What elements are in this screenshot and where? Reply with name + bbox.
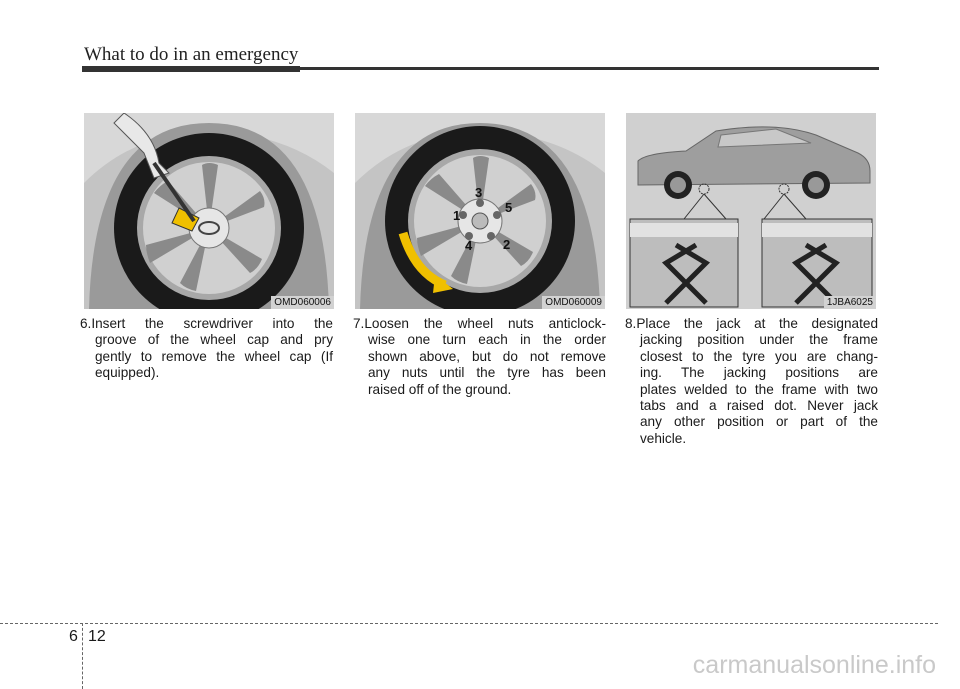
page-number: 12: [88, 628, 106, 645]
step-line: groove of the wheel cap and pry: [95, 332, 333, 348]
step-line: wise one turn each in the order: [368, 332, 606, 348]
figure-jacking: 1JBA6025: [626, 113, 876, 309]
figure-wheel-cap: OMD060006: [84, 113, 334, 309]
step-line: closest to the tyre you are chang-: [640, 348, 878, 364]
step-line: 7.Loosen the wheel nuts anticlock-: [353, 316, 606, 331]
step-8: 8.Place the jack at the designated jacki…: [625, 316, 878, 447]
step-line: shown above, but do not remove: [368, 348, 606, 364]
header-rule: [82, 67, 879, 70]
step-line: plates welded to the frame with two: [640, 381, 878, 397]
chapter-number: 6: [69, 628, 78, 645]
step-line: tabs and a raised dot. Never jack: [640, 398, 878, 414]
header-tab: [82, 66, 300, 72]
section-title: What to do in an emergency: [84, 44, 299, 65]
jacking-position-illustration: [626, 113, 876, 309]
wheel-nut-order-illustration: 1 2 3 4 5: [355, 113, 605, 309]
step-line: any nuts until the tyre has been: [368, 365, 606, 381]
step-line: 8.Place the jack at the designated: [625, 316, 878, 331]
step-line: any other position or part of the: [640, 414, 878, 430]
nut-label-1: 1: [453, 208, 460, 223]
step-line: ing. The jacking positions are: [640, 365, 878, 381]
wheel-cap-removal-illustration: [84, 113, 334, 309]
step-7: 7.Loosen the wheel nuts anticlock- wise …: [353, 316, 606, 398]
footer-divider: [82, 623, 83, 689]
nut-label-3: 3: [475, 185, 482, 200]
figure-code: OMD060006: [271, 296, 334, 309]
footer-rule: [0, 623, 938, 624]
step-line: vehicle.: [640, 430, 687, 446]
figure-wheel-nuts: 1 2 3 4 5 OMD060009: [355, 113, 605, 309]
step-line: gently to remove the wheel cap (If: [95, 348, 333, 364]
step-line: equipped).: [95, 365, 160, 381]
step-line: raised off of the ground.: [368, 381, 512, 397]
nut-label-5: 5: [505, 200, 512, 215]
nut-label-4: 4: [465, 238, 473, 253]
nut-label-2: 2: [503, 237, 510, 252]
figure-code: OMD060009: [542, 296, 605, 309]
step-line: jacking position under the frame: [640, 332, 878, 348]
step-line: 6.Insert the screwdriver into the: [80, 316, 333, 331]
step-6: 6.Insert the screwdriver into the groove…: [80, 316, 333, 382]
watermark: carmanualsonline.info: [692, 651, 936, 679]
figure-code: 1JBA6025: [823, 296, 876, 309]
